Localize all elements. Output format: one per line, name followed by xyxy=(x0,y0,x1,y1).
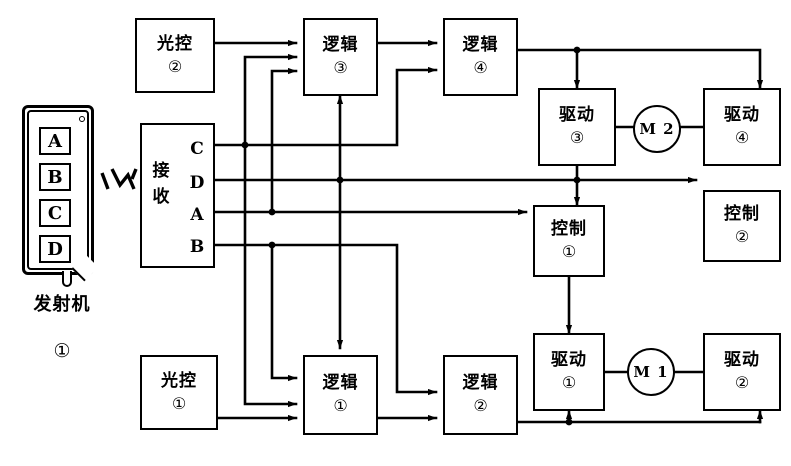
block-index: ③ xyxy=(569,128,585,148)
wire-rx-C-to-logic3 xyxy=(243,53,298,147)
wire-rx-B-to-logic1 xyxy=(270,243,298,382)
block-index: ③ xyxy=(333,58,348,78)
wire-rx-C-to-logic4 xyxy=(213,66,438,147)
transmitter-button-b[interactable]: B xyxy=(39,163,71,191)
receiver-title-char-2: 收 xyxy=(152,186,170,207)
block-label: 逻辑 xyxy=(322,35,359,56)
receiver-pin-a: A xyxy=(190,205,204,225)
block-label: 驱动 xyxy=(724,105,760,126)
block-index: ① xyxy=(561,242,577,262)
transmitter-button-a[interactable]: A xyxy=(39,127,71,155)
junction-dot xyxy=(573,46,581,54)
block-label: 驱动 xyxy=(724,350,760,371)
motor-m1[interactable]: M 1 xyxy=(627,348,675,396)
block-index: ② xyxy=(734,373,750,393)
transmitter-button-c[interactable]: C xyxy=(39,199,71,227)
block-label: 驱动 xyxy=(559,105,595,126)
receiver-block[interactable]: 接收 C D A B xyxy=(140,123,215,268)
block-index: ② xyxy=(167,56,183,76)
block-label: 逻辑 xyxy=(322,373,359,394)
block-index: ① xyxy=(171,393,187,413)
block-label: 驱动 xyxy=(551,350,587,371)
transmitter-handset[interactable]: A B C D xyxy=(22,105,99,287)
wire-rx-C-to-logic1 xyxy=(243,143,298,408)
handset-antenna-stub xyxy=(62,271,72,287)
block-label: 光控 xyxy=(157,33,193,54)
motor-m2[interactable]: M 2 xyxy=(633,105,681,153)
rf-waves-icon xyxy=(100,168,138,190)
receiver-pin-d: D xyxy=(189,173,205,193)
junction-dot xyxy=(565,418,573,426)
block-label: 逻辑 xyxy=(462,35,499,56)
wire-rx-B-to-logic2 xyxy=(213,243,438,396)
figure-number: ① xyxy=(53,340,71,362)
receiver-title-char-1: 接 xyxy=(152,161,170,181)
receiver-pin-c: C xyxy=(190,139,204,159)
block-index: ① xyxy=(333,396,348,416)
block-label: 光控 xyxy=(161,370,197,391)
block-index: ④ xyxy=(473,58,488,78)
receiver-title: 接收 xyxy=(150,159,172,210)
block-index: ④ xyxy=(734,128,750,148)
block-index: ① xyxy=(561,373,577,393)
wire-rx-A-to-logic3 xyxy=(270,67,298,214)
transmitter-button-d[interactable]: D xyxy=(39,235,71,263)
block-label: 控制 xyxy=(724,204,760,225)
block-index: ② xyxy=(734,227,750,247)
block-label: 控制 xyxy=(551,219,587,240)
block-index: ② xyxy=(473,396,488,416)
transmitter-label: 发射机 xyxy=(33,294,91,315)
wire-logic4-to-drive4 xyxy=(516,48,764,90)
receiver-pin-b: B xyxy=(189,237,205,257)
block-label: 逻辑 xyxy=(462,373,499,394)
indicator-led-icon xyxy=(79,116,85,122)
